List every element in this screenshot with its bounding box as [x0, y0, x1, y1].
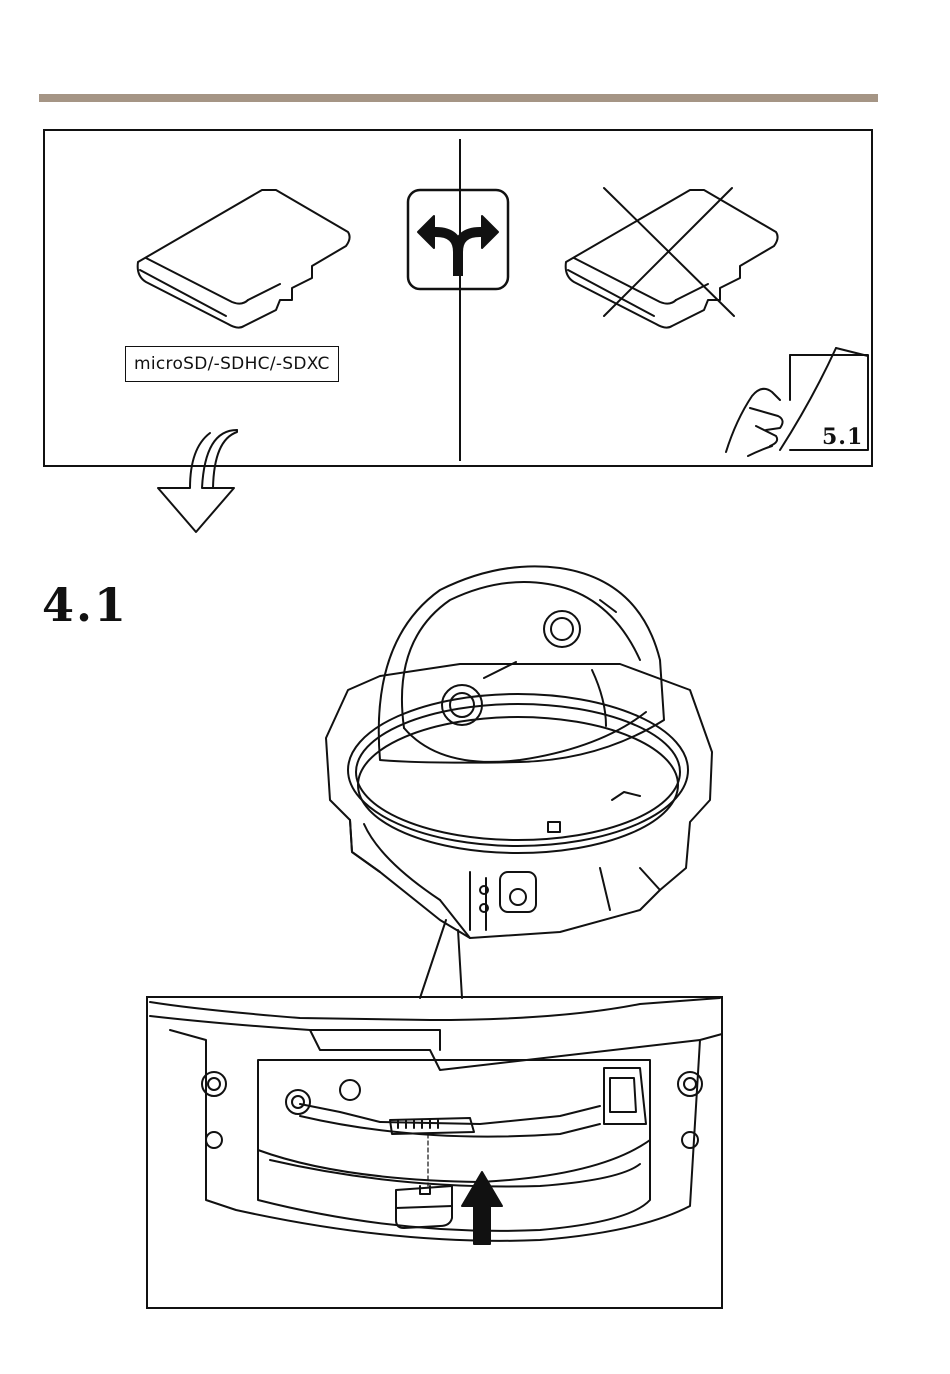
dome-camera [326, 566, 712, 938]
callout-lines [420, 920, 462, 998]
reference-step-label: 5.1 [822, 424, 863, 450]
card-type-label: microSD/-SDHC/-SDXC [125, 346, 339, 382]
panel-divider [459, 139, 461, 461]
card-choice-panel: microSD/-SDHC/-SDXC [43, 129, 873, 467]
step-number: 4.1 [42, 578, 128, 632]
detail-frame [146, 996, 723, 1309]
